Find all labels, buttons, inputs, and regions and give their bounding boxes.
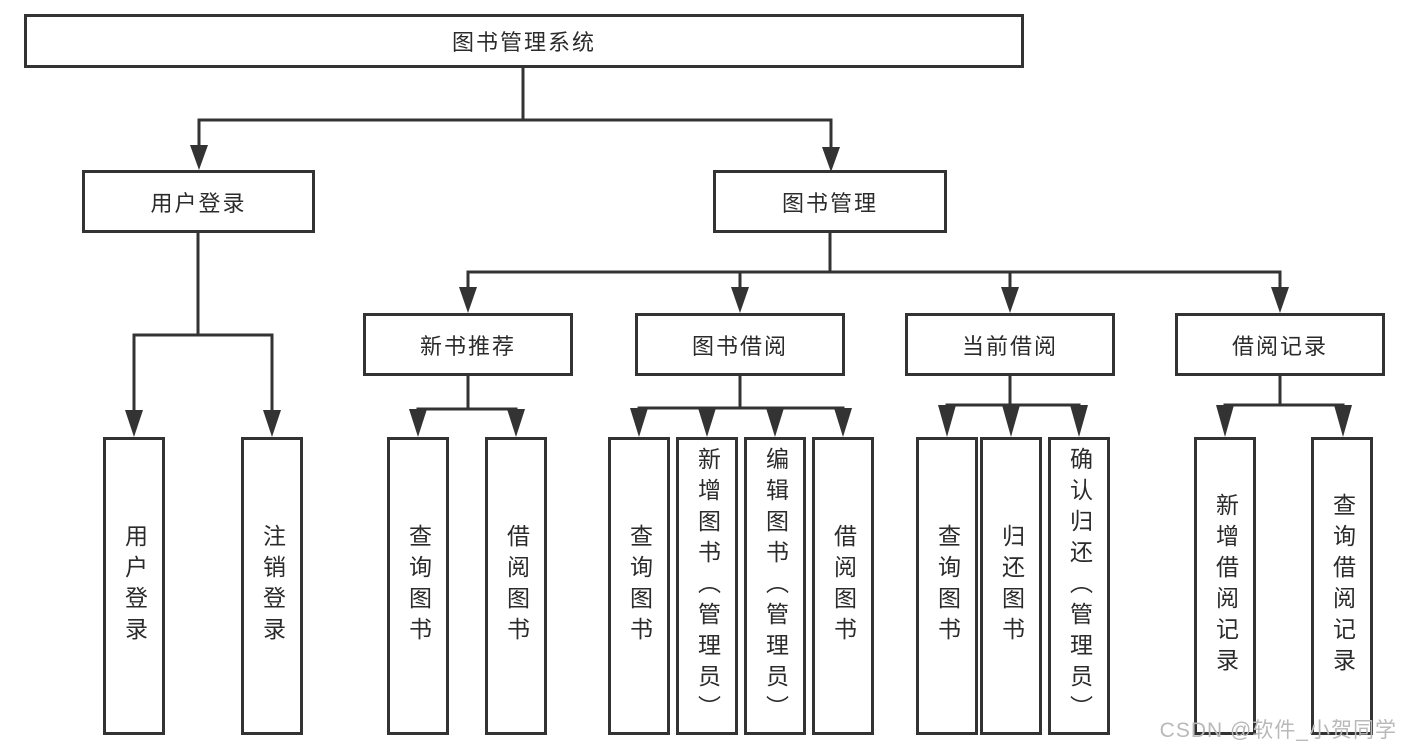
leaf-borrow-books-recommend: 借阅图书 bbox=[485, 437, 547, 735]
leaf-query-books-current: 查询图书 bbox=[916, 437, 978, 735]
leaf-return-books: 归还图书 bbox=[980, 437, 1042, 735]
leaf-confirm-return-admin: 确认归还（管理员） bbox=[1048, 437, 1110, 735]
node-current-borrowing: 当前借阅 bbox=[905, 313, 1115, 376]
node-new-book-recommend: 新书推荐 bbox=[363, 313, 573, 376]
leaf-query-books-recommend: 查询图书 bbox=[387, 437, 449, 735]
node-borrowing-records: 借阅记录 bbox=[1175, 313, 1385, 376]
node-user-login: 用户登录 bbox=[82, 170, 315, 233]
node-new-book-recommend-label: 新书推荐 bbox=[419, 333, 516, 359]
node-book-borrowing-label: 图书借阅 bbox=[691, 333, 788, 359]
arrowheads bbox=[125, 145, 1352, 437]
leaf-add-books-admin: 新增图书（管理员） bbox=[676, 437, 738, 735]
leaf-query-books-borrowing-label: 查询图书 bbox=[626, 524, 653, 648]
leaf-logout-login-label: 注销登录 bbox=[259, 524, 286, 648]
leaf-user-login-label: 用户登录 bbox=[121, 524, 148, 648]
leaf-query-books-current-label: 查询图书 bbox=[934, 524, 961, 648]
leaf-query-borrow-record: 查询借阅记录 bbox=[1311, 437, 1373, 735]
leaf-edit-books-admin: 编辑图书（管理员） bbox=[744, 437, 806, 735]
node-library-system-label: 图书管理系统 bbox=[451, 30, 596, 55]
node-book-borrowing: 图书借阅 bbox=[635, 313, 845, 376]
leaf-edit-books-admin-label: 编辑图书（管理员） bbox=[762, 446, 789, 726]
leaf-query-borrow-record-label: 查询借阅记录 bbox=[1329, 493, 1356, 679]
leaf-user-login: 用户登录 bbox=[103, 437, 165, 735]
leaf-add-borrow-record-label: 新增借阅记录 bbox=[1212, 493, 1239, 679]
leaf-borrow-books-recommend-label: 借阅图书 bbox=[503, 524, 530, 648]
node-borrowing-records-label: 借阅记录 bbox=[1231, 333, 1328, 359]
leaf-confirm-return-admin-label: 确认归还（管理员） bbox=[1066, 446, 1093, 726]
node-current-borrowing-label: 当前借阅 bbox=[961, 333, 1058, 359]
leaf-borrow-books-borrowing-label: 借阅图书 bbox=[830, 524, 857, 648]
csdn-watermark: CSDN @软件_小贺同学 bbox=[1159, 719, 1397, 742]
node-library-system: 图书管理系统 bbox=[24, 14, 1024, 68]
leaf-add-borrow-record: 新增借阅记录 bbox=[1194, 437, 1256, 735]
node-user-login-label: 用户登录 bbox=[150, 190, 247, 216]
leaf-borrow-books-borrowing: 借阅图书 bbox=[812, 437, 874, 735]
node-book-management-label: 图书管理 bbox=[781, 190, 878, 216]
leaf-logout-login: 注销登录 bbox=[241, 437, 303, 735]
leaf-query-books-recommend-label: 查询图书 bbox=[405, 524, 432, 648]
leaf-add-books-admin-label: 新增图书（管理员） bbox=[694, 446, 721, 726]
leaf-return-books-label: 归还图书 bbox=[998, 524, 1025, 648]
leaf-query-books-borrowing: 查询图书 bbox=[608, 437, 670, 735]
node-book-management: 图书管理 bbox=[713, 170, 947, 233]
